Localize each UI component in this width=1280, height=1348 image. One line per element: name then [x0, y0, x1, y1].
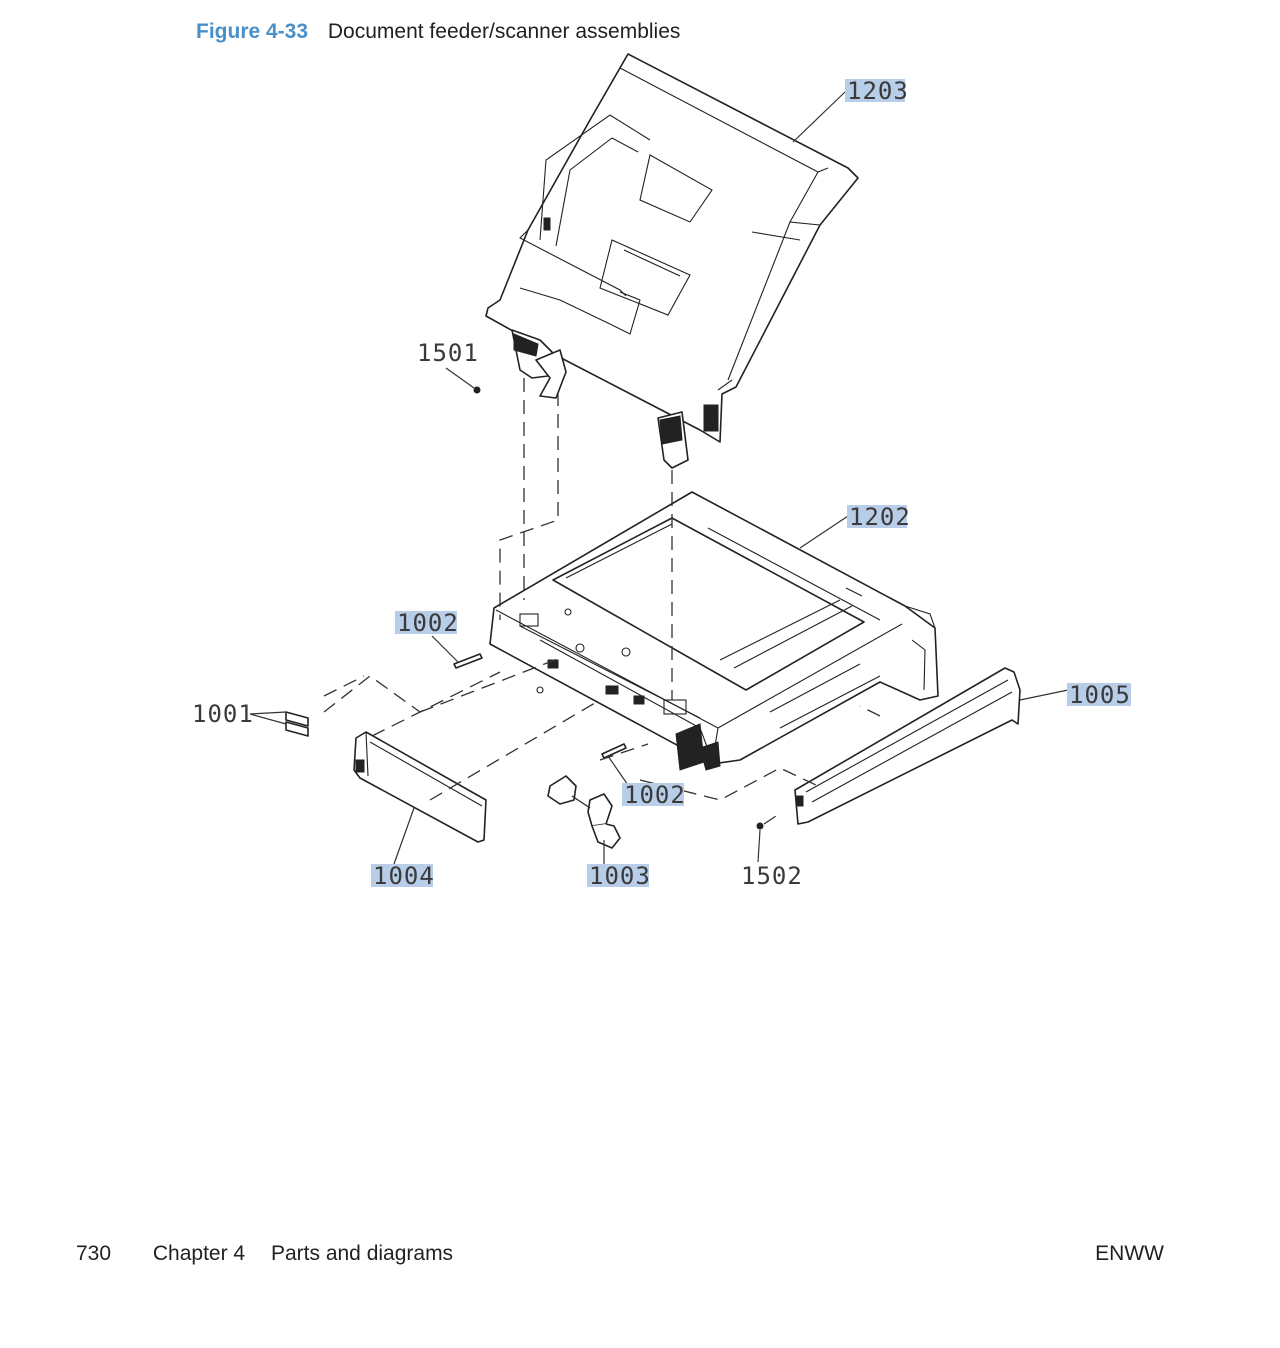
- page-number: 730: [76, 1242, 112, 1265]
- document-feeder-assembly: [485, 53, 859, 469]
- callout-1501: 1501: [417, 339, 479, 367]
- front-cover: [353, 731, 487, 843]
- callout-1001: 1001: [192, 700, 254, 728]
- callout-1005: 1005: [1069, 681, 1131, 709]
- page-footer: 730 Chapter 4 Parts and diagrams: [76, 1242, 453, 1266]
- scanner-assembly: [489, 491, 939, 771]
- callout-1002-upper: 1002: [397, 609, 459, 637]
- callout-1003: 1003: [589, 862, 651, 890]
- callout-highlight-1203: [845, 79, 905, 102]
- footer-brand: ENWW: [1095, 1242, 1164, 1265]
- callout-highlight-1004: [371, 864, 433, 887]
- figure-caption: Figure 4-33 Document feeder/scanner asse…: [196, 20, 680, 44]
- callout-highlight-1002-lower: [622, 783, 684, 806]
- callout-highlight-1202: [847, 505, 907, 528]
- cable-sensor-part: [547, 775, 621, 849]
- leader-lines: [249, 91, 1069, 865]
- right-side-cover: [794, 667, 1021, 825]
- callout-1004: 1004: [373, 862, 435, 890]
- callout-highlight-1003: [587, 864, 649, 887]
- callout-1002-lower: 1002: [624, 781, 686, 809]
- callout-highlight-1002-upper: [395, 611, 457, 634]
- pins-and-screws: [285, 386, 764, 830]
- callout-1502: 1502: [741, 862, 803, 890]
- chapter-label: Chapter 4: [152, 1242, 246, 1265]
- callout-1202: 1202: [849, 503, 911, 531]
- alignment-lines: [323, 378, 881, 825]
- figure-title: Document feeder/scanner assemblies: [327, 20, 681, 43]
- figure-number: Figure 4-33: [196, 20, 309, 43]
- section-label: Parts and diagrams: [270, 1242, 454, 1265]
- callout-1203: 1203: [847, 77, 909, 105]
- callout-highlight-1005: [1067, 683, 1131, 706]
